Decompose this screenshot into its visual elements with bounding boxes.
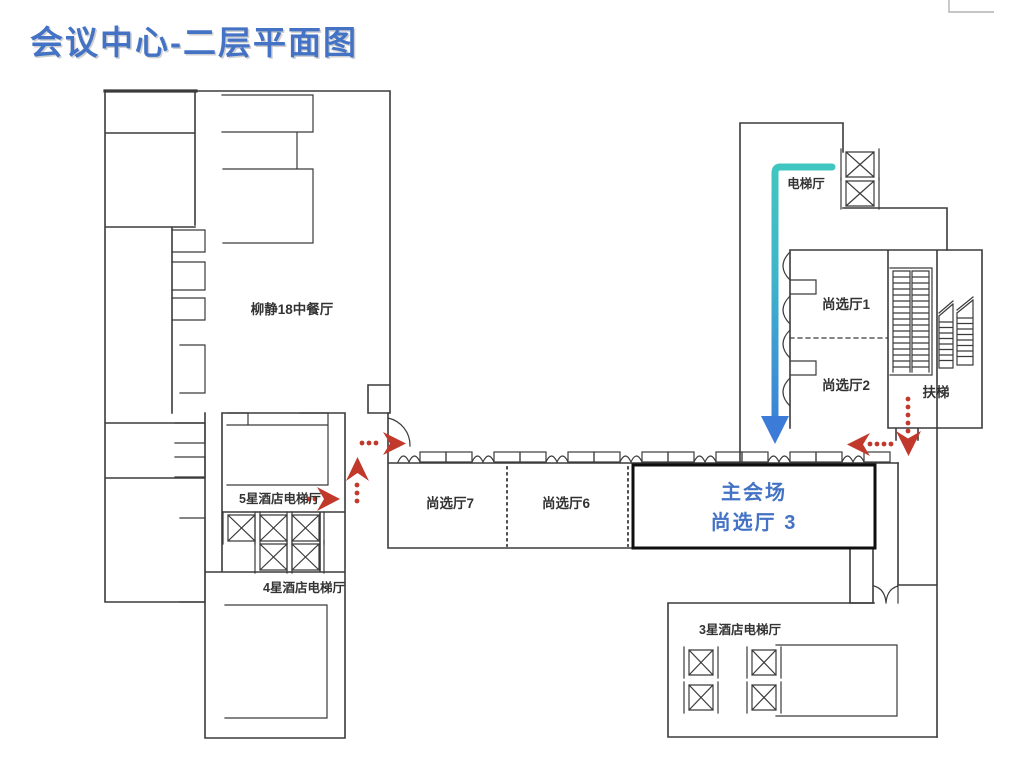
door-panel-icon <box>519 451 547 463</box>
door-panel-icon <box>841 455 865 464</box>
door-panel-icon <box>397 455 421 464</box>
elevator-icon <box>840 148 880 181</box>
elevator-icon <box>840 177 880 210</box>
door-panel-icon <box>815 451 843 463</box>
elevator-icon <box>746 646 782 679</box>
red-dotted-arrow-dot <box>905 396 911 402</box>
door-panel-icon <box>693 455 717 464</box>
elevator-icon <box>683 681 719 714</box>
red-dotted-arrow-dot <box>867 441 873 447</box>
walls <box>103 89 983 739</box>
door-panel-icon <box>863 451 891 463</box>
escalator-icon <box>938 296 974 369</box>
red-dotted-arrow-dot <box>366 440 372 446</box>
room-label-hotel5-elevator-hall: 5星酒店电梯厅 <box>239 491 321 506</box>
door-panel-icon <box>545 455 569 464</box>
room-label-elevator-hall: 电梯厅 <box>787 176 825 191</box>
door-panel-icon <box>493 451 521 463</box>
route-arrow-line <box>771 163 836 422</box>
escalator-icon <box>892 270 930 373</box>
room-label-hall-2: 尚选厅2 <box>822 377 870 393</box>
door-panel-icon <box>715 451 743 463</box>
door-panel-icon <box>593 451 621 463</box>
red-dotted-arrows <box>317 431 921 511</box>
main-venue-box <box>631 463 877 550</box>
red-arrow-left-main-venue <box>847 433 870 456</box>
door-panel-icon <box>767 455 791 464</box>
room-label-restaurant: 柳静18中餐厅 <box>251 301 334 317</box>
red-dotted-arrow-dot <box>905 420 911 426</box>
elevator-icon <box>683 646 719 679</box>
red-dotted-arrow-dot <box>359 440 365 446</box>
room-label-hotel3-elevator-hall: 3星酒店电梯厅 <box>699 622 781 637</box>
elevator-icon <box>746 681 782 714</box>
door-panel-icon <box>789 451 817 463</box>
door-panel-icon <box>567 451 595 463</box>
room-label-hotel4-elevator-hall: 4星酒店电梯厅 <box>263 580 345 595</box>
elevator-icon <box>286 540 325 574</box>
red-arrow-down-escalator <box>896 431 921 456</box>
door-panel-icon <box>741 451 769 463</box>
red-arrow-right-hotel5 <box>317 487 340 511</box>
door-panel-icon <box>641 451 669 463</box>
red-arrow-right-junction <box>383 432 406 455</box>
door-panel-icon <box>445 451 473 463</box>
main-venue-line2: 尚选厅 3 <box>711 510 798 534</box>
elevator-icon <box>286 511 325 545</box>
page-corner-mark <box>948 0 994 13</box>
red-arrow-up-junction <box>346 457 369 481</box>
red-dotted-arrow-dot <box>312 496 318 502</box>
door-panel-icon <box>419 451 447 463</box>
room-label-hall-1: 尚选厅1 <box>822 296 870 312</box>
red-dotted-arrow-dot <box>306 496 312 502</box>
room-label-escalator: 扶梯 <box>923 384 951 400</box>
red-dotted-arrow-dot <box>354 498 360 504</box>
door-panel-icon <box>471 455 495 464</box>
red-dotted-arrow-dot <box>354 490 360 496</box>
red-dotted-arrow-dot <box>888 441 894 447</box>
page-title: 会议中心-二层平面图 <box>30 24 358 61</box>
red-dotted-arrow-dot <box>905 412 911 418</box>
red-dotted-arrow-dot <box>881 441 887 447</box>
route-arrow-head <box>761 416 789 444</box>
generated-symbols <box>222 148 974 714</box>
room-label-hall-7: 尚选厅7 <box>426 495 474 511</box>
red-dotted-arrow-dot <box>373 440 379 446</box>
red-dotted-arrow-dot <box>905 428 911 434</box>
red-dotted-arrow-dot <box>354 482 360 488</box>
door-panel-icon <box>667 451 695 463</box>
red-dotted-arrow-dot <box>874 441 880 447</box>
room-label-hall-6: 尚选厅6 <box>542 495 590 511</box>
red-dotted-arrow-dot <box>905 404 911 410</box>
route-arrow <box>761 163 836 444</box>
main-venue-line1: 主会场 <box>721 480 787 504</box>
door-panel-icon <box>619 455 643 464</box>
